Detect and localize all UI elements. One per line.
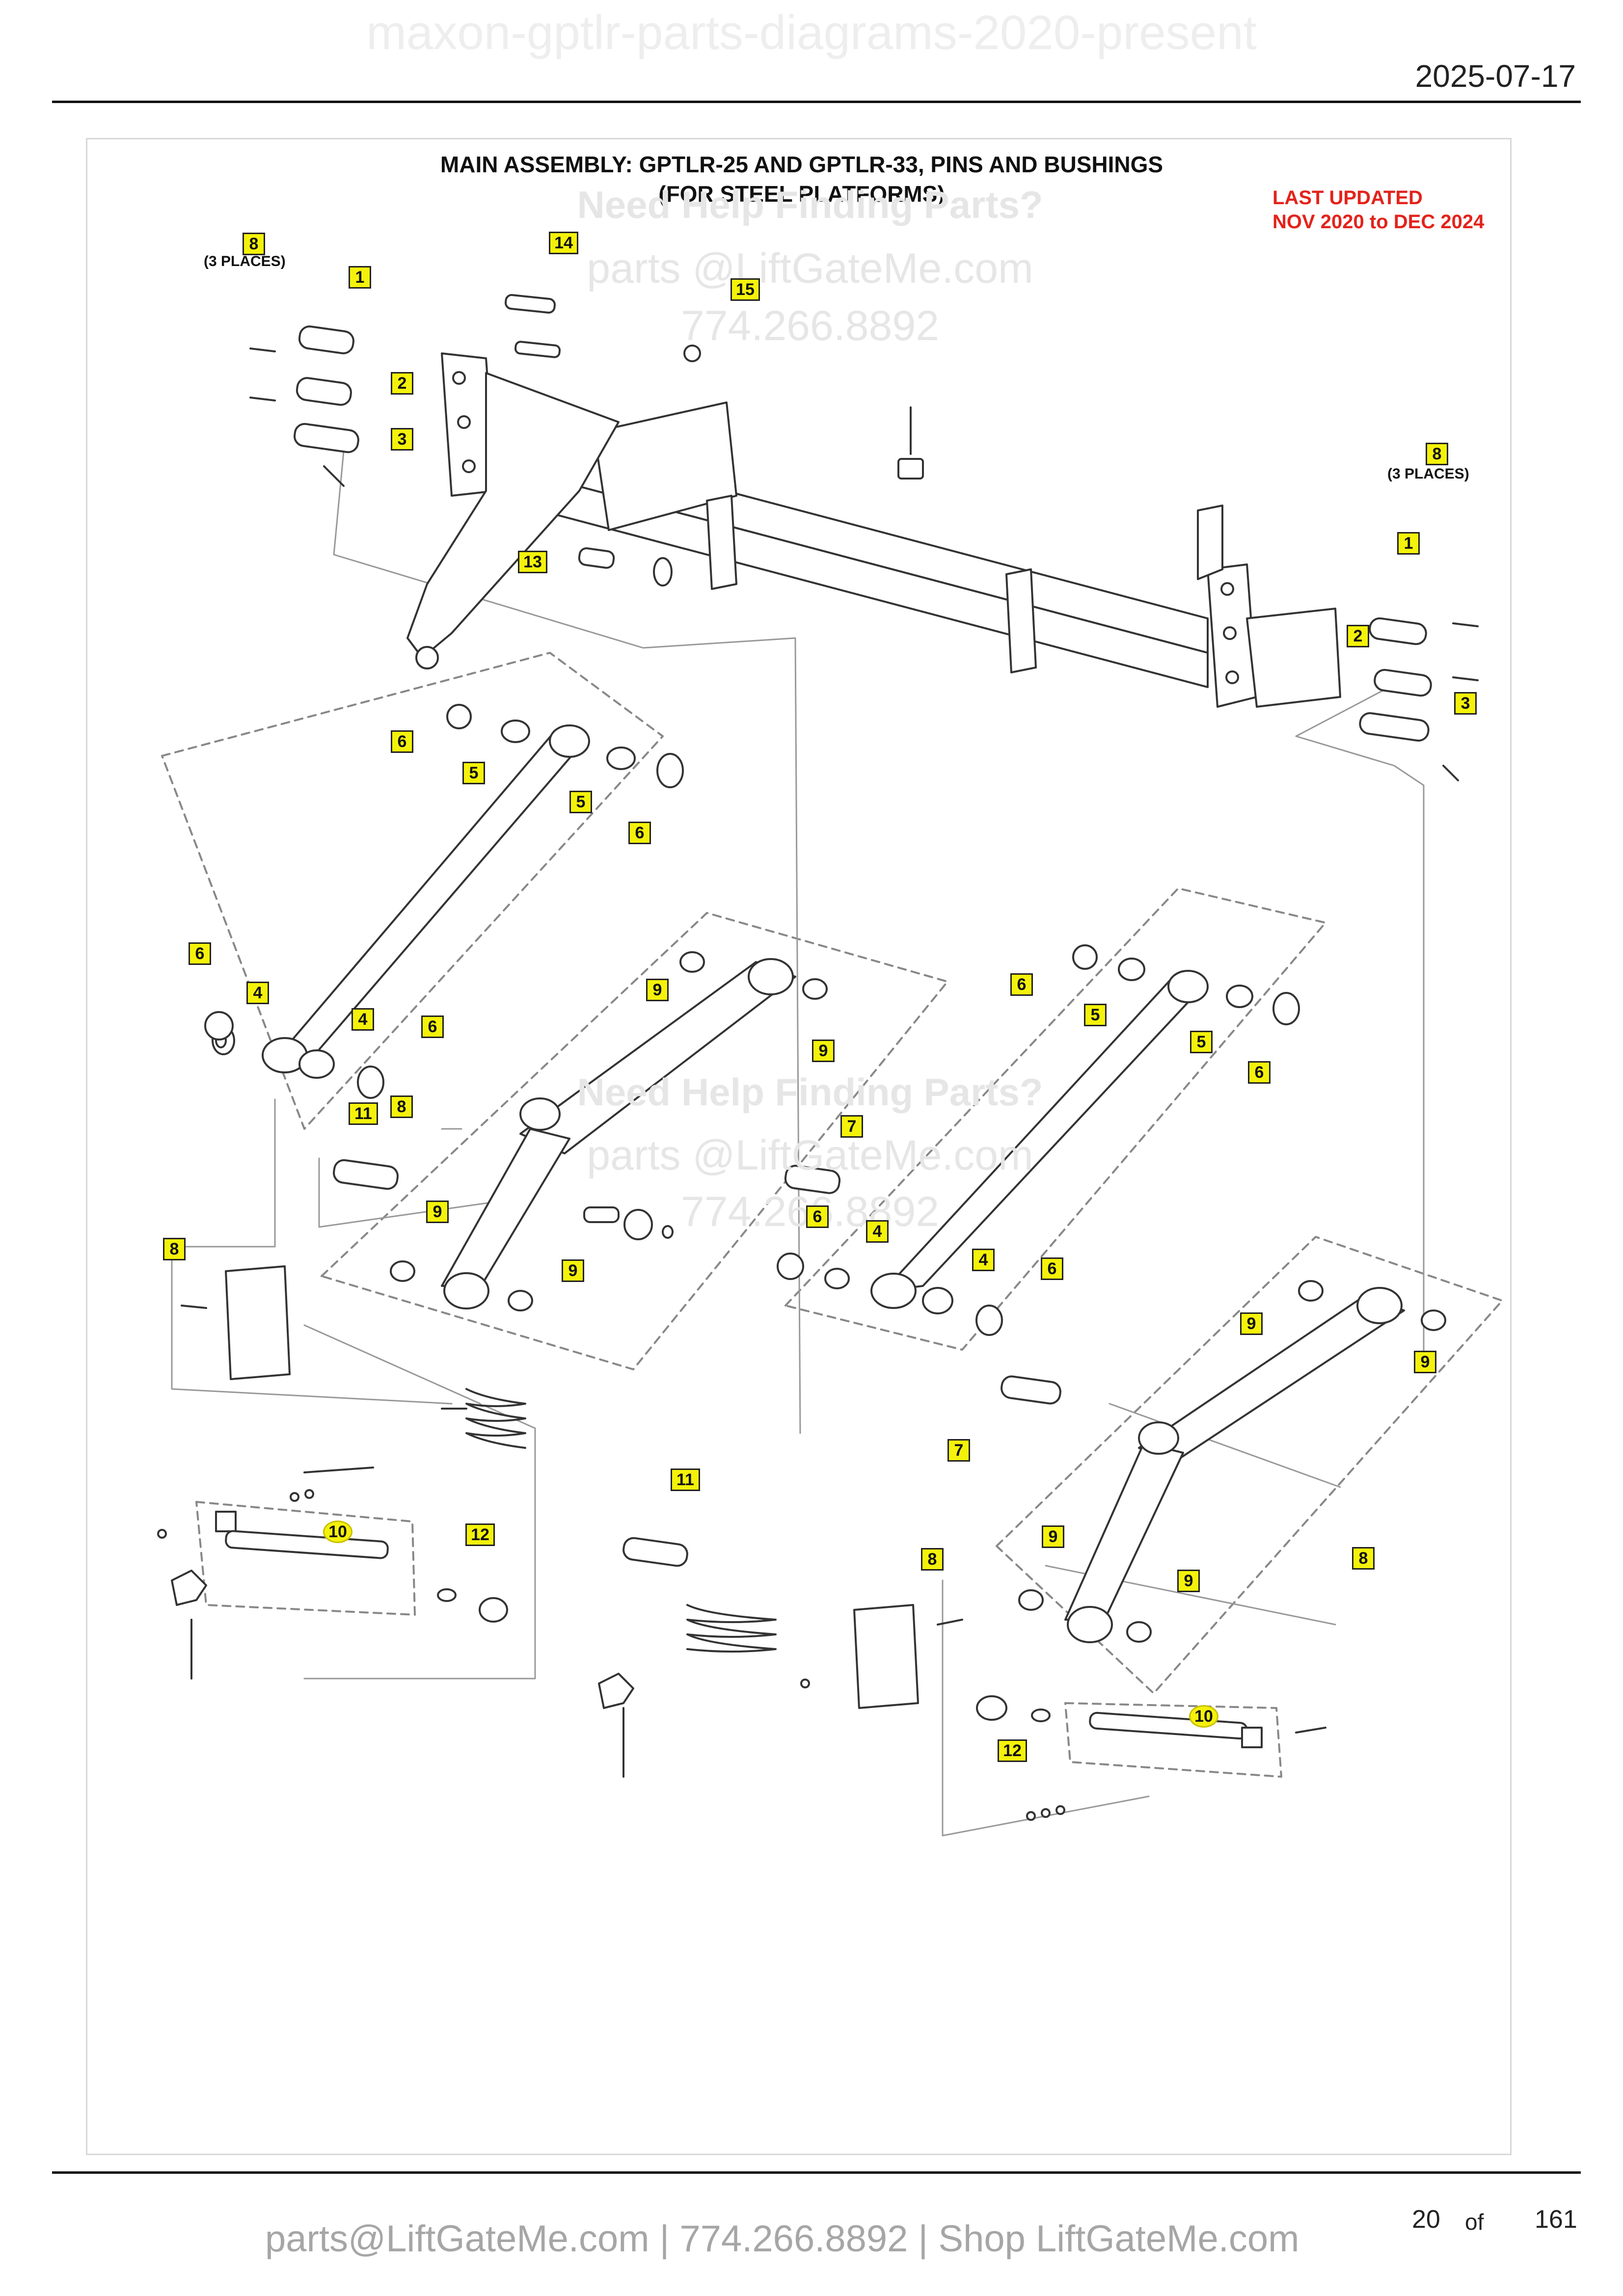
- frame-gusset-mid: [706, 495, 737, 590]
- callout-10: 10: [323, 1521, 352, 1543]
- group-box-cam-left: [195, 1501, 416, 1616]
- callout-9: 9: [426, 1201, 449, 1223]
- group-box-lower-right-arm: [996, 1236, 1503, 1694]
- callout-6: 6: [1248, 1061, 1271, 1084]
- frame-cross-plate: [593, 401, 737, 531]
- page-current: 20: [1412, 2205, 1440, 2234]
- spring-right: [686, 1604, 777, 1653]
- callout-9: 9: [646, 979, 669, 1001]
- callout-3: 3: [391, 428, 413, 451]
- callout-6: 6: [421, 1015, 444, 1038]
- parallel-arm-middle-left: [333, 951, 841, 1311]
- callout-7: 7: [947, 1439, 970, 1462]
- callout-7: 7: [840, 1115, 863, 1138]
- callout-8: 8: [390, 1095, 413, 1118]
- spring-left: [465, 1388, 526, 1449]
- callout-5: 5: [462, 762, 485, 784]
- callout-8: 8: [163, 1238, 186, 1260]
- footer-contact: parts@LiftGateMe.com | 774.266.8892 | Sh…: [265, 2218, 1299, 2260]
- last-updated-range: NOV 2020 to DEC 2024: [1272, 211, 1485, 233]
- callout-2: 2: [391, 372, 413, 395]
- frame-gusset-right: [1005, 568, 1037, 673]
- group-box-upper-left-arm: [161, 652, 664, 1130]
- callout-1: 1: [349, 266, 371, 289]
- callout-6: 6: [1041, 1257, 1063, 1280]
- help-watermark-heading-2: Need Help Finding Parts?: [577, 1070, 1043, 1114]
- page-total: 161: [1535, 2205, 1577, 2234]
- callout-6: 6: [189, 942, 211, 965]
- lower-right-hardware: [598, 1537, 1326, 1821]
- callout-6: 6: [806, 1205, 829, 1228]
- link-arm-upper-left: [204, 704, 684, 1099]
- callout-6: 6: [1010, 973, 1033, 996]
- diagram-subtitle: (FOR STEEL PLATFORMS): [658, 181, 945, 207]
- last-updated-label: LAST UPDATED: [1272, 187, 1423, 209]
- callout-3: 3: [1454, 692, 1477, 715]
- frame-upper-bracket: [1197, 505, 1223, 580]
- callout-15: 15: [730, 278, 760, 301]
- callout-5: 5: [1084, 1004, 1107, 1026]
- callout-11: 11: [349, 1102, 378, 1125]
- callout-8: 8: [1426, 443, 1448, 465]
- callout-12: 12: [465, 1523, 495, 1546]
- callout-6: 6: [391, 730, 413, 753]
- callout-9: 9: [1177, 1570, 1200, 1592]
- help-watermark-email: parts @LiftGateMe.com: [587, 245, 1033, 292]
- diagram-frame: [86, 138, 1512, 2155]
- callout-11: 11: [671, 1468, 700, 1491]
- help-watermark-email-2: parts @LiftGateMe.com: [587, 1132, 1033, 1179]
- frame-mount-right: [1246, 608, 1341, 708]
- main-frame-assembly: [406, 352, 1341, 708]
- callout-4: 4: [972, 1249, 995, 1271]
- callout-9: 9: [1042, 1525, 1064, 1548]
- group-box-middle-left-arm: [321, 912, 948, 1370]
- callout-9: 9: [1414, 1351, 1436, 1373]
- callout-8: 8: [243, 233, 265, 255]
- callout-14: 14: [549, 232, 578, 254]
- pins-top-right: [897, 406, 1479, 781]
- callout-9: 9: [812, 1040, 835, 1062]
- callout-5: 5: [569, 791, 592, 813]
- callout-2: 2: [1347, 625, 1369, 647]
- callout-4: 4: [246, 982, 269, 1004]
- pins-top-left: [249, 294, 701, 587]
- header-rule: [52, 101, 1581, 103]
- callout-9: 9: [562, 1259, 584, 1282]
- parallel-arm-lower-right: [1001, 1280, 1446, 1643]
- places-note-left: (3 PLACES): [204, 253, 286, 269]
- callout-4: 4: [352, 1008, 374, 1031]
- callout-13: 13: [518, 551, 547, 573]
- help-watermark-heading: Need Help Finding Parts?: [577, 183, 1043, 226]
- callout-4: 4: [866, 1220, 889, 1243]
- header-watermark: maxon-gptlr-parts-diagrams-2020-present: [366, 5, 1257, 59]
- callout-8: 8: [921, 1548, 944, 1571]
- document-date: 2025-07-17: [1415, 58, 1576, 94]
- lower-left-hardware: [157, 1265, 526, 1680]
- callout-9: 9: [1240, 1312, 1263, 1335]
- footer-rule: [52, 2171, 1581, 2174]
- frame-roller: [415, 646, 439, 669]
- link-arm-upper-right: [777, 944, 1300, 1336]
- places-note-right: (3 PLACES): [1387, 466, 1469, 482]
- diagram-title: MAIN ASSEMBLY: GPTLR-25 AND GPTLR-33, PI…: [440, 152, 1163, 177]
- callout-10: 10: [1189, 1705, 1218, 1728]
- page-of: of: [1465, 2209, 1484, 2235]
- callout-6: 6: [628, 822, 651, 844]
- assembly-group-boxes: [161, 652, 1503, 1778]
- callout-5: 5: [1190, 1031, 1213, 1053]
- help-watermark-phone: 774.266.8892: [680, 302, 940, 349]
- callout-8: 8: [1352, 1547, 1375, 1570]
- callout-12: 12: [998, 1739, 1027, 1762]
- callout-1: 1: [1397, 532, 1420, 555]
